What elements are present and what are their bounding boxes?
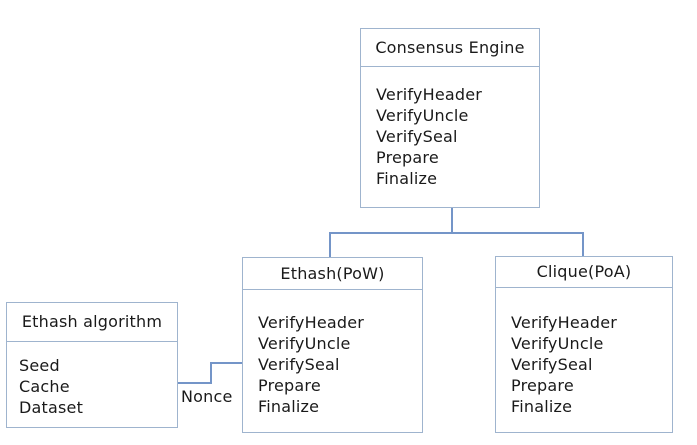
member-item: Prepare	[376, 147, 439, 167]
member-item: VerifyUncle	[376, 105, 469, 125]
member-item: VerifySeal	[258, 354, 340, 374]
member-item: VerifyUncle	[511, 333, 604, 353]
class-title-consensus-engine: Consensus Engine	[361, 29, 539, 67]
member-item: VerifySeal	[376, 126, 458, 146]
connector-drop-ethash-pow	[329, 232, 331, 257]
member-item: VerifyHeader	[258, 312, 365, 332]
member-item: VerifySeal	[511, 354, 593, 374]
connector-drop-clique-poa	[582, 232, 584, 256]
member-item: Dataset	[19, 397, 84, 417]
member-item: Cache	[19, 376, 70, 396]
connector-nonce-horizontal-upper	[210, 362, 242, 364]
class-box-clique-poa: Clique(PoA) VerifyHeader VerifyUncle Ver…	[495, 256, 673, 433]
connector-nonce-horizontal-lower	[178, 382, 212, 384]
class-title-ethash-pow: Ethash(PoW)	[243, 258, 422, 290]
class-members-clique-poa: VerifyHeader VerifyUncle VerifySeal Prep…	[496, 288, 672, 417]
connector-nonce-vertical	[210, 362, 212, 384]
class-members-ethash-algorithm: Seed Cache Dataset	[7, 342, 177, 418]
connector-children-crossbar	[329, 232, 584, 234]
class-members-ethash-pow: VerifyHeader VerifyUncle VerifySeal Prep…	[243, 290, 422, 417]
member-item: Finalize	[376, 168, 438, 188]
member-item: Prepare	[511, 375, 574, 395]
class-box-ethash-pow: Ethash(PoW) VerifyHeader VerifyUncle Ver…	[242, 257, 423, 433]
member-item: Seed	[19, 355, 60, 375]
connector-consensus-stem	[451, 208, 453, 234]
member-item: Finalize	[258, 396, 320, 416]
member-item: VerifyHeader	[376, 84, 483, 104]
edge-label-nonce: Nonce	[181, 386, 233, 407]
class-members-consensus-engine: VerifyHeader VerifyUncle VerifySeal Prep…	[361, 67, 539, 189]
class-title-ethash-algorithm: Ethash algorithm	[7, 303, 177, 342]
member-item: Finalize	[511, 396, 573, 416]
class-box-consensus-engine: Consensus Engine VerifyHeader VerifyUncl…	[360, 28, 540, 208]
member-item: VerifyHeader	[511, 312, 618, 332]
member-item: Prepare	[258, 375, 321, 395]
class-box-ethash-algorithm: Ethash algorithm Seed Cache Dataset	[6, 302, 178, 428]
member-item: VerifyUncle	[258, 333, 351, 353]
class-title-clique-poa: Clique(PoA)	[496, 257, 672, 288]
